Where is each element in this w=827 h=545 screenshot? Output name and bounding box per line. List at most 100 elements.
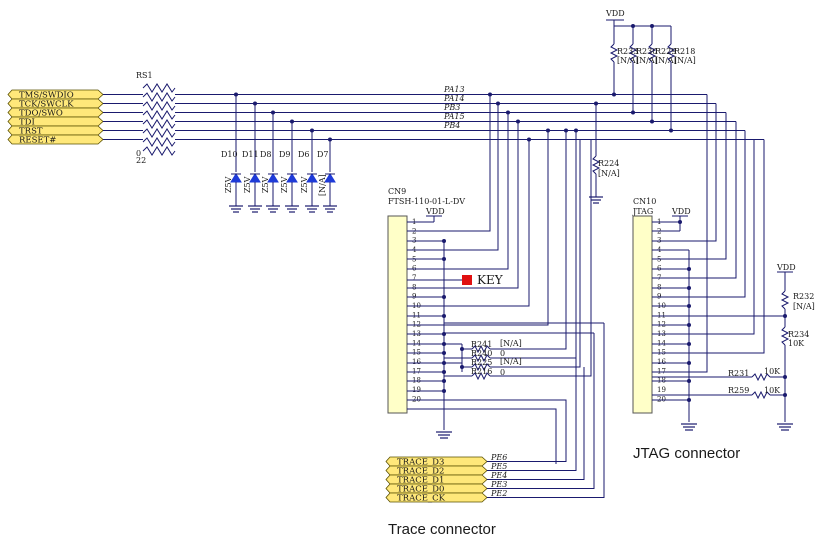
cn9-connector-body (387, 215, 408, 414)
cn10-pin-14: 14 (657, 339, 666, 347)
trace-port-d1: TRACE_D1 (397, 476, 444, 486)
diode-value-d7: [N/A] (318, 174, 327, 196)
trace-port-ck: TRACE_CK (397, 494, 446, 504)
diode-value-d10: Z5V (224, 176, 233, 193)
net-pa15: PA15 (443, 112, 465, 121)
cn9-part: FTSH-110-01-L-DV (388, 197, 465, 206)
junction-dots (234, 24, 787, 402)
r232-ref: R232 (793, 292, 814, 301)
jtag-connector-caption: JTAG connector (633, 445, 740, 462)
rs1-resistor-array (142, 83, 176, 156)
cn9-ref: CN9 (388, 187, 406, 196)
cn10-vdd-label: VDD (671, 207, 691, 216)
port-label-tdi: TDI (19, 118, 35, 128)
diode-label-d6: D6 (298, 150, 310, 159)
cn10-pin-17: 17 (657, 367, 666, 375)
cn10-pin-19: 19 (657, 386, 666, 394)
cn10-pin-11: 11 (657, 311, 666, 319)
cn10-connector-body (632, 215, 653, 414)
net-pb4: PB4 (443, 121, 460, 130)
port-label-trst: TRST (19, 127, 43, 137)
r233-value: [N/A] (617, 56, 639, 65)
r224-ref: R224 (598, 159, 619, 168)
r231-ref: R231 (728, 369, 749, 378)
cn9-pin-16: 16 (412, 358, 421, 366)
trace-connector-caption: Trace connector (388, 521, 496, 538)
r224-resistor (589, 103, 603, 204)
cn9-vdd-label: VDD (425, 207, 445, 216)
cn10-ref: CN10 (633, 197, 656, 206)
cn9-pin-17: 17 (412, 367, 421, 375)
r259-value: 10K (764, 386, 781, 395)
net-pa14: PA14 (443, 94, 465, 103)
r232-value: [N/A] (793, 302, 815, 311)
diode-array (229, 94, 337, 213)
cn9-pin-7: 7 (412, 274, 416, 282)
diode-label-d11: D11 (242, 150, 259, 159)
top-pullup-resistors (606, 19, 676, 131)
r216-value: 0 (500, 368, 505, 377)
port-label-tms: TMS/SWDIO (19, 91, 74, 101)
trace-port-d2: TRACE_D2 (397, 467, 444, 477)
cn9-pin-20: 20 (412, 395, 421, 403)
cn9-wires (407, 94, 592, 464)
port-label-reset: RESET# (19, 136, 56, 146)
r240-value: 0 (500, 349, 505, 358)
trace-net-pe3: PE3 (490, 480, 507, 489)
diode-value-d6: Z5V (300, 176, 309, 193)
r225-ref: R225 (471, 358, 492, 367)
cn9-pin-11: 11 (412, 311, 421, 319)
r230-value: [N/A] (636, 56, 658, 65)
port-label-tdo: TDO/SWO (19, 109, 63, 119)
vdd-top-label: VDD (605, 9, 625, 18)
r225-value: [N/A] (500, 357, 522, 366)
diode-label-d7: D7 (317, 150, 329, 159)
r240-ref: R240 (471, 349, 492, 358)
diode-label-d9: D9 (279, 150, 291, 159)
trace-port-d0: TRACE_D0 (397, 485, 444, 495)
r216-ref: R216 (471, 367, 492, 376)
r231-value: 10K (764, 367, 781, 376)
cn10-pin-8: 8 (657, 283, 661, 291)
left-port-reset: RESET# (7, 134, 104, 146)
r218-value: [N/A] (674, 56, 696, 65)
r230-ref: R230 (636, 47, 657, 56)
net-pa13: PA13 (443, 85, 465, 94)
main-signal-wires (103, 94, 764, 140)
trace-net-pe4: PE4 (490, 471, 507, 480)
cn10-pin-20: 20 (657, 395, 666, 403)
diode-label-d10: D10 (221, 150, 238, 159)
rs1-value: 22 (136, 156, 146, 165)
r259-ref: R259 (728, 386, 749, 395)
r218-ref: R218 (674, 47, 695, 56)
r233-ref: R233 (617, 47, 638, 56)
cn9-pin-8: 8 (412, 283, 416, 291)
rs1-ref: RS1 (136, 71, 153, 80)
key-label: KEY (477, 273, 504, 287)
cn10-pin-16: 16 (657, 358, 666, 366)
cn10-part: JTAG (632, 207, 653, 216)
diode-value-d9: Z5V (280, 176, 289, 193)
net-pb3: PB3 (443, 103, 460, 112)
rs1-marker: 0 (136, 149, 141, 158)
r224-value: [N/A] (598, 169, 620, 178)
trace-ports (385, 456, 488, 503)
trace-port-d3: TRACE_D3 (397, 458, 444, 468)
port-label-tck: TCK/SWCLK (19, 100, 74, 110)
r229-ref: R229 (655, 47, 676, 56)
r234-ref: R234 (788, 330, 809, 339)
cn9-pin-19: 19 (412, 386, 421, 394)
trace-net-pe6: PE6 (490, 453, 507, 462)
cn9-pin-14: 14 (412, 339, 421, 347)
trace-net-pe5: PE5 (490, 462, 507, 471)
diode-label-d8: D8 (260, 150, 272, 159)
diode-value-d8: Z5V (261, 176, 270, 193)
trace-wires (444, 322, 605, 498)
diode-value-d11: Z5V (243, 176, 252, 193)
key-marker (462, 275, 472, 285)
r241-ref: R241 (471, 340, 492, 349)
r234-value: 10K (788, 339, 805, 348)
cn10-wires (652, 94, 793, 431)
